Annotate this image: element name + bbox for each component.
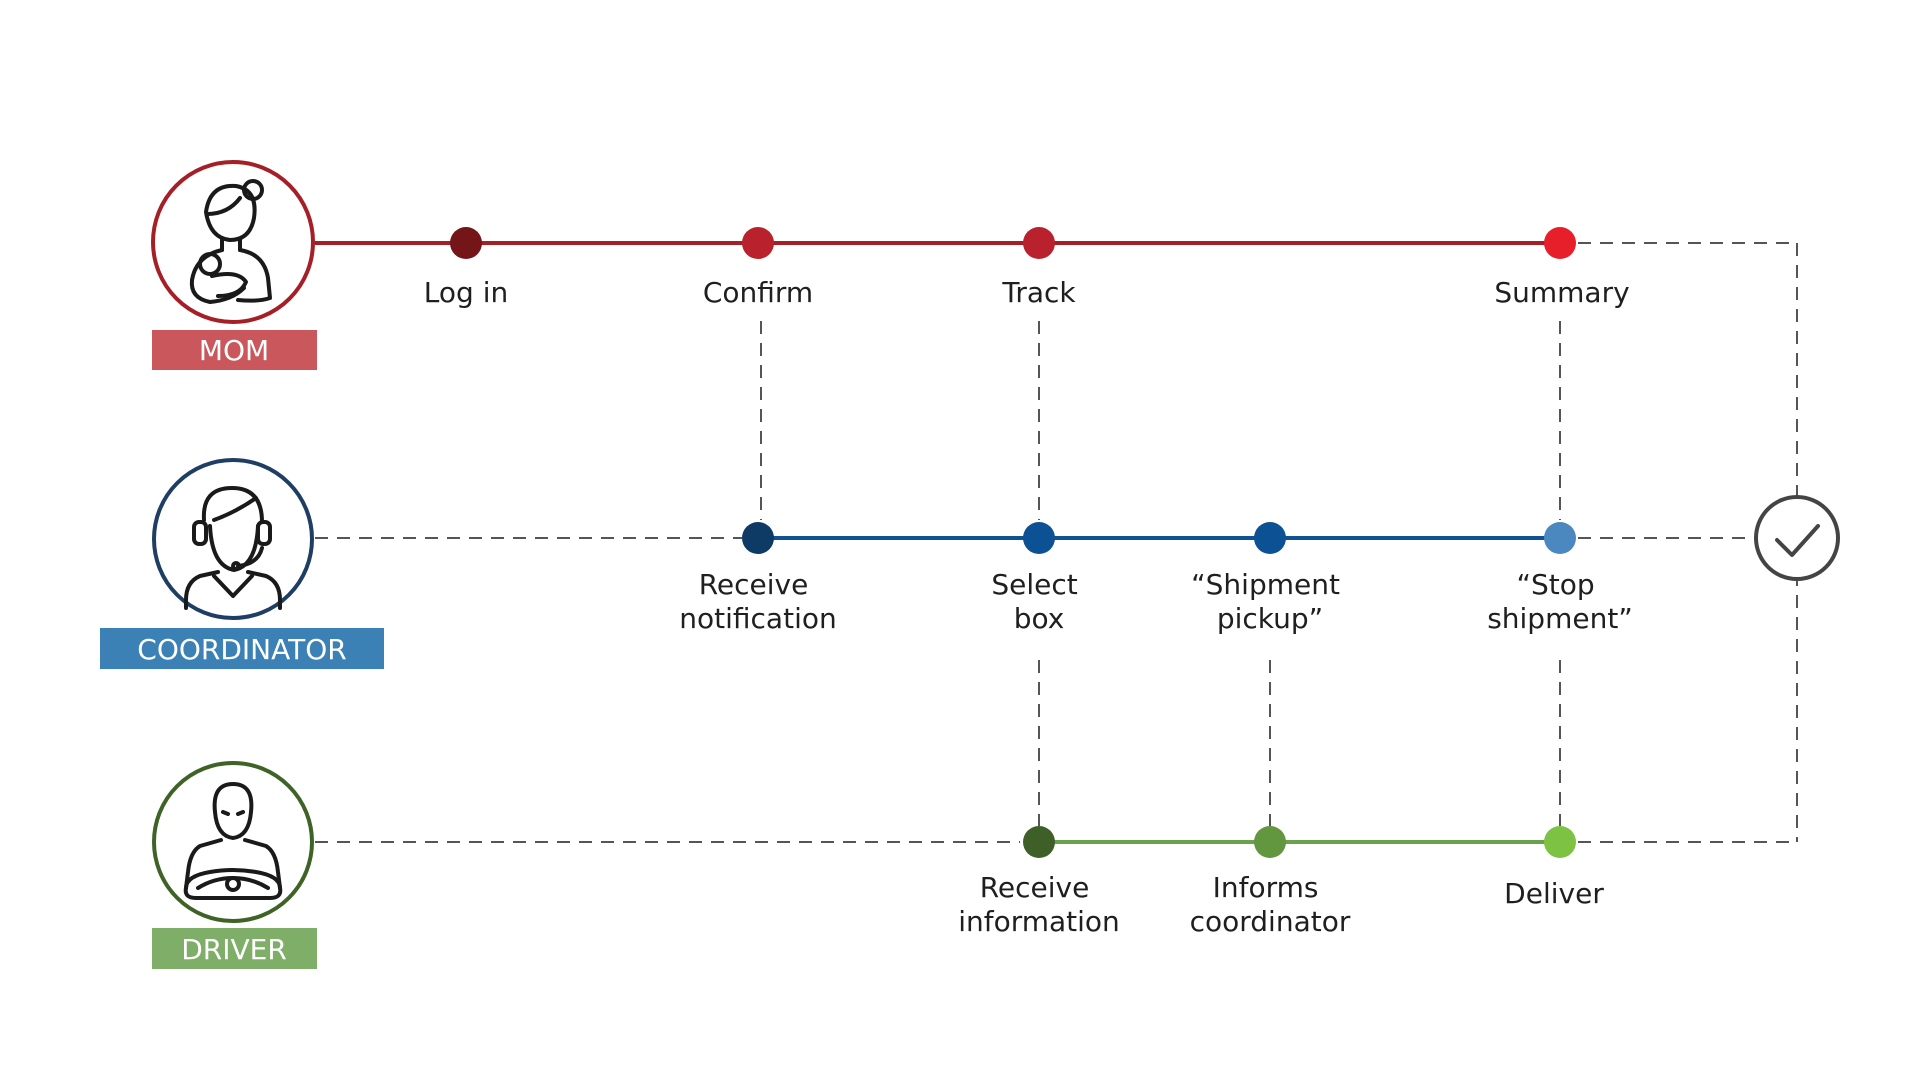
- coordinator-label-box: [100, 628, 384, 669]
- coordinator-label: COORDINATOR: [137, 633, 346, 666]
- step-login-dot[interactable]: [450, 227, 482, 259]
- step-summary-dot[interactable]: [1544, 227, 1576, 259]
- step-receive-notification-dot[interactable]: [742, 522, 774, 554]
- step-summary-label: Summary: [1494, 276, 1629, 309]
- step-stop-shipment-label: “Stop shipment”: [1487, 568, 1633, 635]
- step-receive-information-dot[interactable]: [1023, 826, 1055, 858]
- step-confirm-dot[interactable]: [742, 227, 774, 259]
- mother-holding-baby-icon: [189, 179, 272, 304]
- step-select-box-dot[interactable]: [1023, 522, 1055, 554]
- step-deliver-dot[interactable]: [1544, 826, 1576, 858]
- step-deliver-label: Deliver: [1504, 877, 1604, 910]
- step-track-label: Track: [1001, 276, 1076, 309]
- driver-avatar: [152, 761, 314, 923]
- mom-label: MOM: [199, 334, 269, 367]
- step-select-box-label: Select box: [991, 568, 1086, 635]
- step-login-label: Log in: [424, 276, 508, 309]
- mom-label-box: [152, 330, 317, 370]
- driver-steering-wheel-icon: [183, 782, 283, 900]
- step-shipment-pickup-label: “Shipment pickup”: [1191, 568, 1349, 635]
- step-shipment-pickup-dot[interactable]: [1254, 522, 1286, 554]
- step-informs-coordinator-dot[interactable]: [1254, 826, 1286, 858]
- step-confirm-label: Confirm: [703, 276, 813, 309]
- headset-operator-icon: [184, 486, 282, 610]
- step-receive-information-label: Receive information: [958, 871, 1120, 938]
- step-track-dot[interactable]: [1023, 227, 1055, 259]
- step-receive-notification-label: Receive notification: [679, 568, 836, 635]
- step-informs-coordinator-label: Informs coordinator: [1190, 871, 1351, 938]
- step-stop-shipment-dot[interactable]: [1544, 522, 1576, 554]
- checkmark-icon: [1775, 524, 1820, 557]
- end-circle: [1754, 495, 1840, 581]
- driver-label: DRIVER: [181, 933, 287, 966]
- driver-label-box: [152, 928, 317, 969]
